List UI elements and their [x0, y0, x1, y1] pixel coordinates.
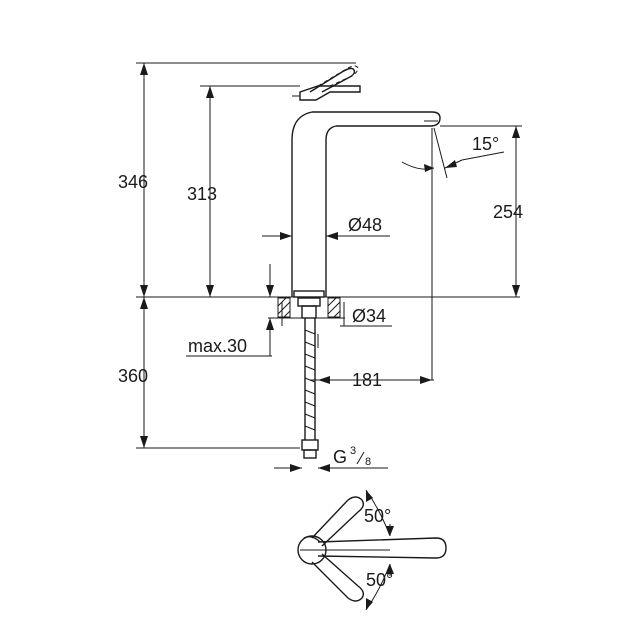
label-15-deg: 15° — [472, 134, 499, 154]
dim-313: 313 — [187, 85, 300, 297]
dim-346: 346 — [118, 62, 356, 448]
label-max-30: max.30 — [188, 336, 247, 356]
dim-connection: G 3 8 — [274, 445, 388, 472]
label-diameter-34: Ø34 — [352, 306, 386, 326]
dim-181: 181 — [310, 370, 434, 390]
dim-15-deg: 15° — [401, 127, 505, 380]
label-50-deg-lower: 50° — [366, 570, 393, 590]
label-connection-g: G — [333, 447, 347, 467]
dim-rotation-upper: 50° — [364, 489, 394, 537]
lever-handle — [292, 67, 361, 101]
faucet-body — [291, 111, 441, 298]
dim-360: 360 — [118, 297, 300, 449]
dim-diameter-48: Ø48 — [262, 215, 390, 240]
label-181: 181 — [352, 370, 382, 390]
label-254: 254 — [493, 202, 523, 222]
label-connection-den: 8 — [365, 456, 371, 468]
label-50-deg-upper: 50° — [364, 506, 391, 526]
dim-254: 254 — [440, 125, 523, 297]
supply-hose — [301, 318, 319, 459]
handle-motion-path — [317, 65, 359, 87]
deck-section — [277, 297, 341, 319]
dim-max-30: max.30 — [186, 264, 274, 357]
label-360: 360 — [118, 366, 148, 386]
dim-rotation-lower: 50° — [365, 563, 394, 611]
label-313: 313 — [187, 184, 217, 204]
label-diameter-48: Ø48 — [348, 215, 382, 235]
label-connection-num: 3 — [350, 445, 356, 457]
top-view — [297, 496, 447, 602]
label-346: 346 — [118, 172, 148, 192]
dim-diameter-34: Ø34 — [281, 302, 392, 327]
